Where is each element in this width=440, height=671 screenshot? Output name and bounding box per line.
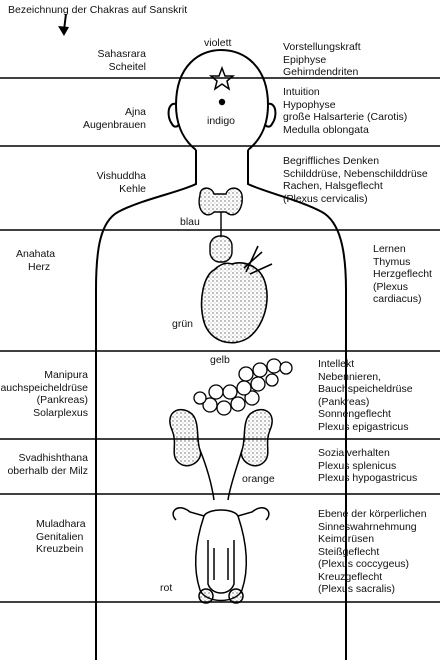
- organ-line: Plexus splenicus: [318, 459, 397, 472]
- body-place: Kehle: [119, 182, 146, 195]
- body-place: Genitalien: [36, 530, 84, 543]
- organ-line: Epiphyse: [283, 53, 327, 66]
- organ-line: Plexus epigastricus: [318, 420, 409, 433]
- organ-line: Vorstellungskraft: [283, 41, 361, 53]
- organ-line: (Plexus coccygeus): [318, 558, 410, 570]
- sanskrit-name: Manipura: [44, 369, 88, 381]
- head-outline: [167, 48, 277, 151]
- organ-line: Hypophyse: [283, 98, 336, 111]
- body-place: Bauchspeicheldrüse: [0, 381, 88, 394]
- body-place: Augenbrauen: [82, 118, 146, 131]
- sanskrit-name: Vishuddha: [96, 170, 146, 182]
- body-place: oberhalb der Milz: [7, 464, 88, 477]
- thyroid-gland: [198, 187, 243, 236]
- diagram-title: Bezeichnung der Chakras auf Sanskrit: [8, 4, 188, 16]
- organ-line: Intuition: [283, 86, 320, 98]
- color-label-gelb: gelb: [210, 354, 230, 366]
- organ-line: (Plexus cervicalis): [283, 192, 368, 205]
- chakra-manipura-label: Manipura Bauchspeicheldrüse (Pankreas) S…: [0, 369, 88, 419]
- organ-line: Begriffliches Denken: [283, 155, 380, 167]
- organ-line: Bauchspeicheldrüse: [318, 383, 413, 395]
- organ-line: Kreuzgeflecht: [318, 570, 383, 583]
- crown-star-icon: [208, 65, 236, 91]
- sanskrit-name: Anahata: [16, 248, 56, 260]
- color-label-indigo: indigo: [207, 115, 236, 127]
- thymus: [209, 235, 233, 263]
- organ-line: Keimdrüsen: [318, 533, 375, 545]
- organ-line: große Halsarterie (Carotis): [283, 111, 408, 123]
- chakra-muladhara-organs: Ebene der körperlichen Sinneswahrnehmung…: [318, 508, 427, 596]
- body-place: Scheitel: [108, 60, 146, 73]
- body-place: (Pankreas): [36, 394, 88, 406]
- sanskrit-name: Sahasrara: [97, 48, 146, 60]
- chakra-svadhishthana-organs: Sozialverhalten Plexus splenicus Plexus …: [318, 447, 417, 485]
- chakra-muladhara-label: Muladhara Genitalien Kreuzbein: [36, 518, 86, 556]
- chakra-vishuddha-organs: Begriffliches Denken Schilddrüse, Nebens…: [283, 155, 428, 205]
- solar-plexus-cluster: [193, 358, 293, 416]
- chakra-svadhishthana-label: Svadhishthana oberhalb der Milz: [7, 452, 88, 477]
- sanskrit-name: Svadhishthana: [18, 452, 88, 464]
- reproductive-organs: [172, 507, 270, 604]
- chakra-vishuddha-label: Vishuddha Kehle: [97, 170, 146, 195]
- organ-line: (Plexus: [373, 280, 409, 293]
- chakra-sahasrara-organs: Vorstellungskraft Epiphyse Gehirndendrit…: [283, 41, 361, 79]
- organ-line: Steißgeflecht: [318, 545, 380, 558]
- organ-line: Gehirndendriten: [283, 66, 359, 78]
- chakra-anahata-label: Anahata Herz: [16, 248, 55, 273]
- organ-line: Rachen, Halsgeflecht: [283, 180, 383, 192]
- chakra-manipura-organs: Intellekt Nebennieren, Bauchspeicheldrüs…: [318, 358, 413, 433]
- color-label-violett: violett: [204, 37, 232, 49]
- organ-line: Schilddrüse, Nebenschilddrüse: [283, 167, 428, 180]
- organ-line: (Plexus sacralis): [318, 583, 396, 595]
- organ-line: (Pankreas): [318, 395, 370, 408]
- down-arrow-icon: [58, 13, 69, 36]
- organ-line: Sinneswahrnehmung: [318, 520, 417, 533]
- color-label-orange: orange: [242, 473, 275, 485]
- kidneys: [169, 409, 273, 501]
- sanskrit-name: Muladhara: [36, 518, 86, 530]
- organ-line: Ebene der körperlichen: [318, 508, 427, 520]
- organ-line: Sozialverhalten: [318, 447, 390, 459]
- organ-line: Intellekt: [318, 358, 355, 370]
- color-label-blau: blau: [180, 216, 200, 228]
- organ-line: Medulla oblongata: [283, 123, 369, 136]
- organ-line: Herzgeflecht: [373, 268, 432, 280]
- organ-line: Sonnengeflecht: [318, 408, 391, 420]
- chakra-ajna-label: Ajna Augenbrauen: [83, 106, 146, 131]
- third-eye-dot: [218, 98, 226, 106]
- heart: [200, 245, 273, 344]
- body-place: Solarplexus: [33, 406, 88, 419]
- sanskrit-name: Ajna: [124, 106, 146, 118]
- chakra-ajna-organs: Intuition Hypophyse große Halsarterie (C…: [283, 86, 407, 136]
- color-label-rot: rot: [160, 582, 173, 594]
- torso-outline: [95, 150, 347, 660]
- body-place: Herz: [28, 260, 51, 273]
- organ-line: Lernen: [373, 243, 406, 255]
- organ-line: Thymus: [373, 255, 411, 268]
- chakra-anahata-organs: Lernen Thymus Herzgeflecht (Plexus cardi…: [373, 243, 432, 306]
- chakra-sahasrara-label: Sahasrara Scheitel: [98, 48, 146, 73]
- body-place: Kreuzbein: [36, 543, 84, 555]
- color-label-gruen: grün: [172, 318, 194, 330]
- chakra-separators: [0, 77, 440, 603]
- organ-line: Nebennieren,: [318, 370, 382, 383]
- organ-line: Plexus hypogastricus: [318, 472, 418, 484]
- organ-line: cardiacus): [373, 293, 422, 305]
